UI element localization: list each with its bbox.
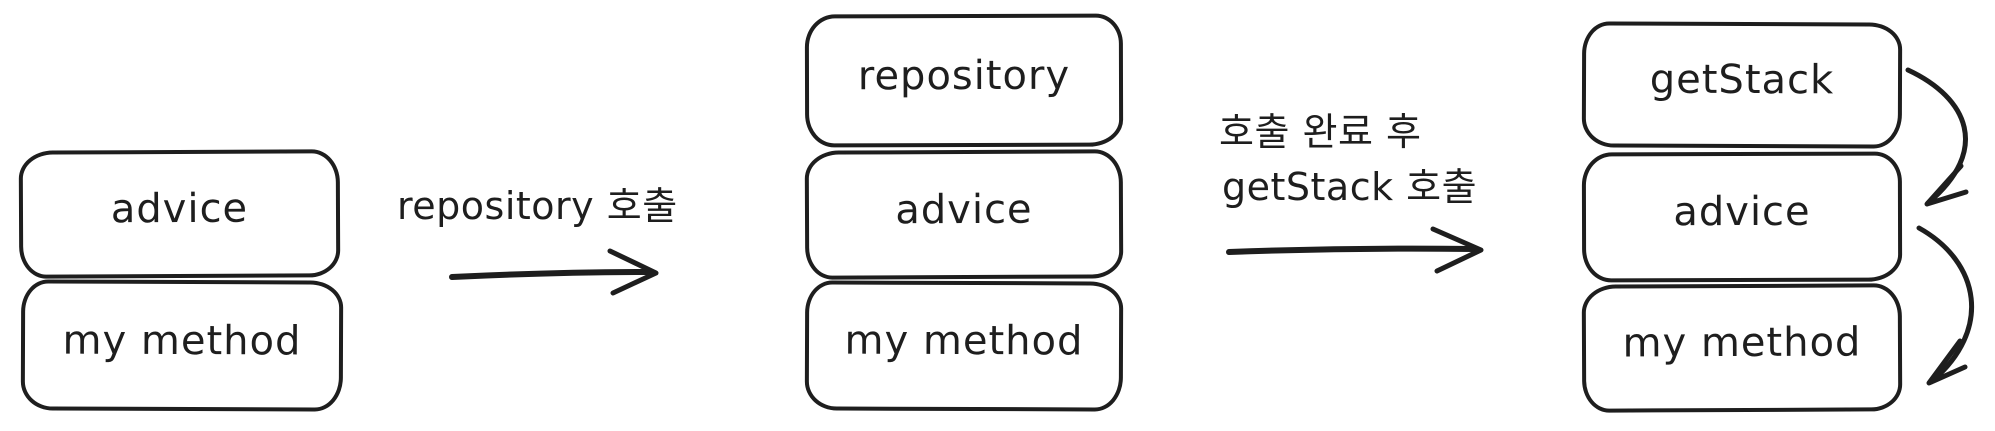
arrow-shaft [1226,245,1477,255]
frame-label: repository [857,52,1071,99]
stack-frame-repository: repository [804,13,1124,148]
advice-to-mymethod-curved-arrow [1916,225,1975,386]
stack-frame-advice: advice [1581,151,1903,283]
arrow-head [607,248,659,296]
stack-frame-my-method: my method [1581,283,1903,413]
stack-frame-getstack: getStack [1581,21,1903,149]
frame-label: advice [895,186,1033,233]
stack-frame-advice: advice [18,149,341,279]
frame-label: my method [844,317,1084,365]
frame-label: advice [110,185,249,233]
getstack-call-arrow-label-line1: 호출 완료 후 [1219,110,1422,154]
stack-frame-my-method: my method [20,279,344,412]
stack-frame-my-method: my method [804,280,1124,412]
frame-label: advice [1673,188,1811,236]
curved-arrow-shaft [1916,225,1975,385]
arrow-shaft [449,269,654,280]
getstack-to-advice-curved-arrow [1905,67,1969,207]
frame-label: my method [1622,319,1862,367]
curved-arrow-shaft [1905,67,1968,206]
frame-label: my method [62,317,302,364]
getstack-call-arrow [1226,226,1484,274]
curved-arrow-head [1926,338,1968,386]
repository-call-arrow [449,248,659,296]
curved-arrow-head [1924,163,1969,207]
getstack-call-arrow-label-line2: getStack 호출 [1222,165,1478,209]
repository-call-arrow-label: repository 호출 [397,184,678,228]
arrow-head [1430,226,1484,274]
frame-label: getStack [1649,56,1835,104]
stack-frame-advice: advice [804,149,1124,280]
